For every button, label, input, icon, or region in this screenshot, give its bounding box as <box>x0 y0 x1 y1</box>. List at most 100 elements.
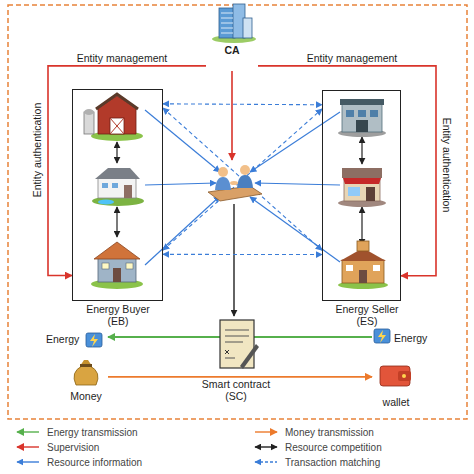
supervision-arrow <box>231 71 233 160</box>
legend-text: Resource competition <box>285 442 382 453</box>
villa-icon <box>124 185 132 198</box>
handshake-icon <box>230 181 238 185</box>
handshake-icon <box>215 177 231 190</box>
contract-icon <box>240 344 259 369</box>
resource-info-arrow <box>145 110 340 265</box>
school-icon <box>346 265 353 271</box>
barn-icon <box>84 112 94 134</box>
legend-sample-line <box>17 461 39 462</box>
legend-sample-line <box>17 446 39 447</box>
energy-node: Energy <box>372 326 436 348</box>
money-bag-icon <box>80 364 92 367</box>
legend-item: Energy transmission <box>14 426 138 438</box>
legend-sample <box>14 442 42 452</box>
money-bag-icon <box>80 360 92 366</box>
competition-arrow <box>116 142 117 163</box>
legend-sample-line <box>255 461 277 462</box>
villa-icon <box>98 200 114 205</box>
legend-item: Supervision <box>14 441 99 453</box>
competition-arrow <box>361 207 362 245</box>
villa-icon <box>112 183 118 188</box>
resource-info-arrow <box>250 197 340 262</box>
node-label: Energy Seller (ES) <box>327 303 407 327</box>
shop-icon <box>344 178 380 201</box>
node-label: Money <box>64 390 108 402</box>
school-icon <box>342 260 384 283</box>
school-icon <box>357 241 369 251</box>
edge-label: Entity management <box>77 52 167 64</box>
matching-arrow <box>234 204 235 316</box>
house-icon <box>91 242 143 289</box>
factory-icon <box>370 110 378 117</box>
matching-connector <box>163 109 322 250</box>
energy-node: Energy <box>46 330 108 350</box>
house-icon <box>126 263 133 269</box>
villa-icon <box>102 183 108 188</box>
house-icon <box>102 263 109 269</box>
contract-icon <box>225 330 249 358</box>
matching-arrow <box>233 204 234 316</box>
villa-icon <box>92 168 144 206</box>
legend-sample-line <box>255 446 277 447</box>
factory-icon <box>358 110 366 117</box>
matching-connector <box>163 103 322 105</box>
barn-icon <box>110 118 124 134</box>
shop-icon <box>343 178 381 184</box>
node-label: wallet <box>372 396 420 408</box>
money-bag-icon <box>74 360 98 385</box>
legend-text: Supervision <box>47 442 99 453</box>
wallet-icon <box>402 374 406 378</box>
node-label: CA <box>206 44 258 56</box>
legend-sample <box>252 427 280 437</box>
legend-item: Resource information <box>14 456 142 468</box>
resource-info-arrow <box>145 110 220 172</box>
legend-text: Transaction matching <box>285 457 380 468</box>
legend-sample-line <box>17 431 39 432</box>
shop-icon <box>342 168 382 178</box>
legend-sample <box>14 427 42 437</box>
handshake-icon <box>237 175 253 188</box>
matching-connector <box>163 108 322 250</box>
money-connector <box>108 376 372 378</box>
matching-connector <box>163 254 322 255</box>
energy-icon <box>90 334 98 347</box>
legend-sample-line <box>255 431 277 432</box>
buyer-group-box: Energy Buyer (EB) <box>72 89 163 301</box>
supervision-arrow <box>232 71 233 160</box>
seller-group-box: Energy Seller (ES) <box>322 90 401 301</box>
node-label: Energy Buyer (EB) <box>78 303 158 327</box>
factory-icon <box>340 99 384 105</box>
system-frame <box>8 5 467 419</box>
competition-arrow <box>116 207 117 237</box>
ca-building-icon <box>219 8 235 38</box>
legend-item: Money transmission <box>252 426 374 438</box>
energy-icon <box>374 329 390 343</box>
competition-arrow <box>361 137 362 164</box>
villa-icon <box>98 178 136 198</box>
shop-icon <box>348 187 360 196</box>
legend-text: Resource information <box>47 457 142 468</box>
factory-icon <box>356 120 368 132</box>
node-label: Smart contract (SC) <box>196 378 276 402</box>
factory-icon <box>346 110 354 117</box>
school-icon <box>359 270 367 283</box>
barn-icon <box>96 94 138 109</box>
shop-icon <box>366 187 375 201</box>
house-icon <box>113 268 121 282</box>
ca-building-icon <box>212 4 256 43</box>
connector-layer <box>48 66 436 377</box>
legend-sample <box>252 442 280 452</box>
energy-icon <box>86 333 102 347</box>
money-bag-icon <box>74 366 98 385</box>
node-label: Energy <box>46 333 84 345</box>
smart-contract-node: Smart contract (SC) <box>196 316 276 406</box>
authority-node: CA <box>206 2 258 70</box>
legend-text: Energy transmission <box>47 427 138 438</box>
resource-info-arrow <box>250 112 340 172</box>
factory-icon <box>342 104 382 132</box>
money-node: Money <box>64 360 108 402</box>
handshake-icon <box>208 165 262 201</box>
supervision-connector <box>258 66 436 276</box>
school-icon <box>373 265 380 271</box>
edge-label: Entity management <box>307 52 397 64</box>
